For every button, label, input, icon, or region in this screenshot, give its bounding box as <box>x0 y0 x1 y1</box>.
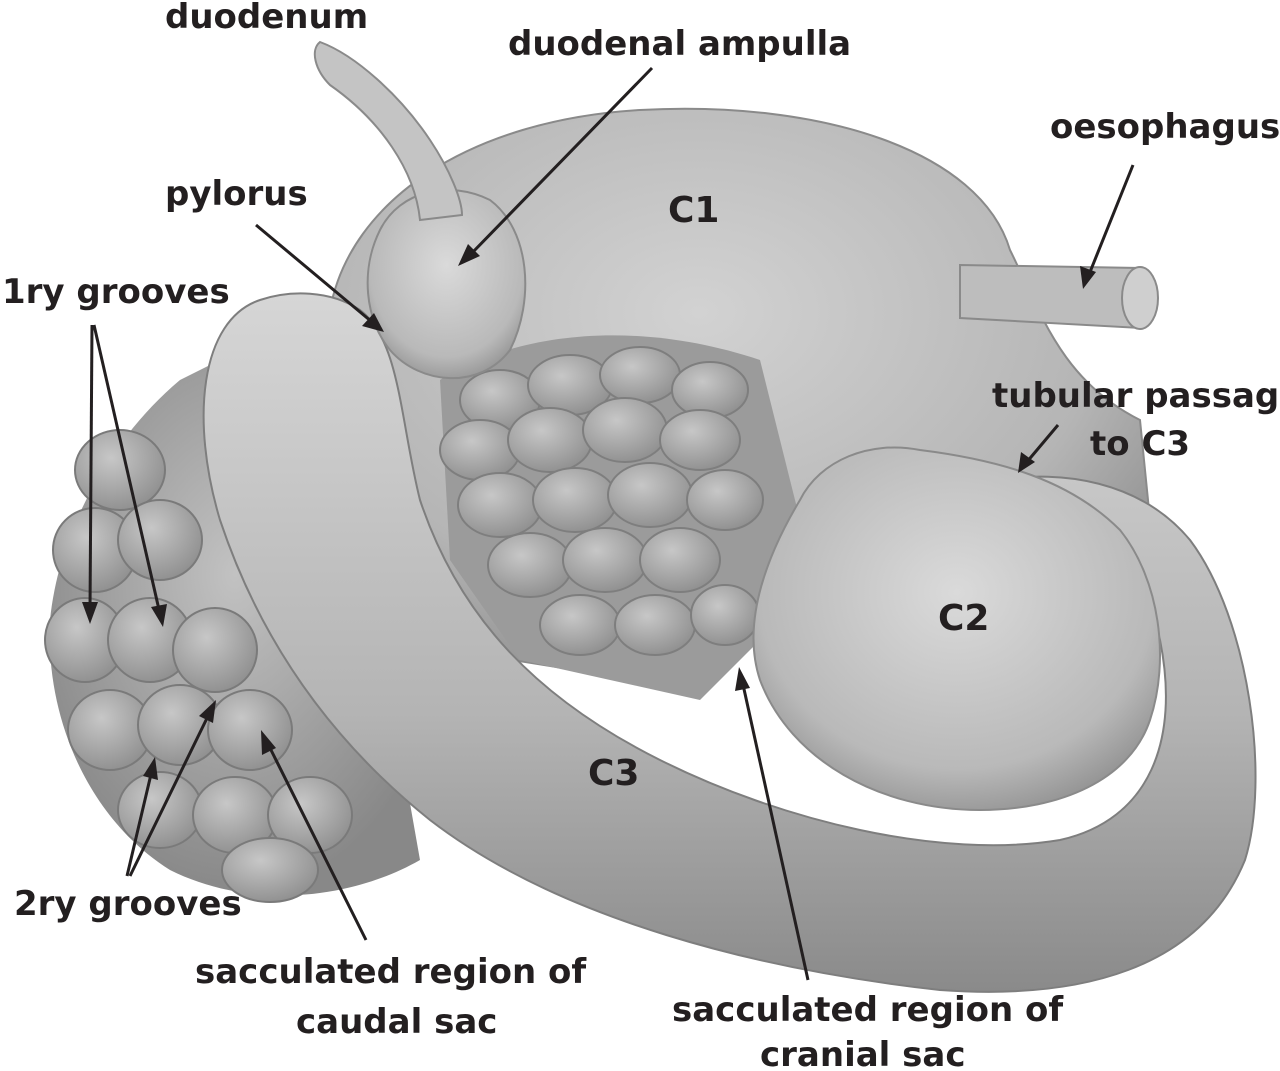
label-c1: C1 <box>668 190 719 231</box>
label-primary-grooves: 1ry grooves <box>2 272 230 312</box>
arrow-caudal-sac <box>261 730 368 941</box>
arrow-secondary-grooves-1 <box>125 757 158 877</box>
arrow-tubular-passage <box>1018 424 1060 473</box>
cranial-sac-sacculations <box>439 335 800 700</box>
label-c3: C3 <box>588 753 639 794</box>
arrow-secondary-grooves-2 <box>128 700 216 877</box>
label-cranial-sac-2: cranial sac <box>760 1035 966 1071</box>
label-secondary-grooves: 2ry grooves <box>14 884 242 924</box>
label-pylorus: pylorus <box>165 174 308 214</box>
arrow-duodenal-ampulla <box>458 66 654 266</box>
label-duodenum: duodenum <box>165 0 368 37</box>
leader-arrows <box>82 66 1135 981</box>
stomach-illustration <box>44 40 1257 993</box>
arrow-primary-grooves-2 <box>92 324 167 627</box>
arrow-cranial-sac <box>735 667 810 981</box>
label-tubular-passage-2: to C3 <box>1090 424 1190 464</box>
label-caudal-sac-1: sacculated region of <box>195 952 587 992</box>
c2-compartment <box>752 446 1161 812</box>
c3-compartment <box>202 292 1257 993</box>
label-caudal-sac-2: caudal sac <box>296 1002 497 1042</box>
label-oesophagus: oesophagus <box>1050 107 1280 147</box>
arrow-pylorus <box>255 223 384 332</box>
arrow-oesophagus <box>1080 164 1135 289</box>
arrow-primary-grooves-1 <box>82 324 98 624</box>
label-duodenal-ampulla: duodenal ampulla <box>508 24 851 64</box>
oesophagus-tube <box>959 263 1159 330</box>
label-c2: C2 <box>938 598 989 639</box>
label-tubular-passage-1: tubular passage <box>992 376 1280 416</box>
label-cranial-sac-1: sacculated region of <box>672 990 1064 1030</box>
